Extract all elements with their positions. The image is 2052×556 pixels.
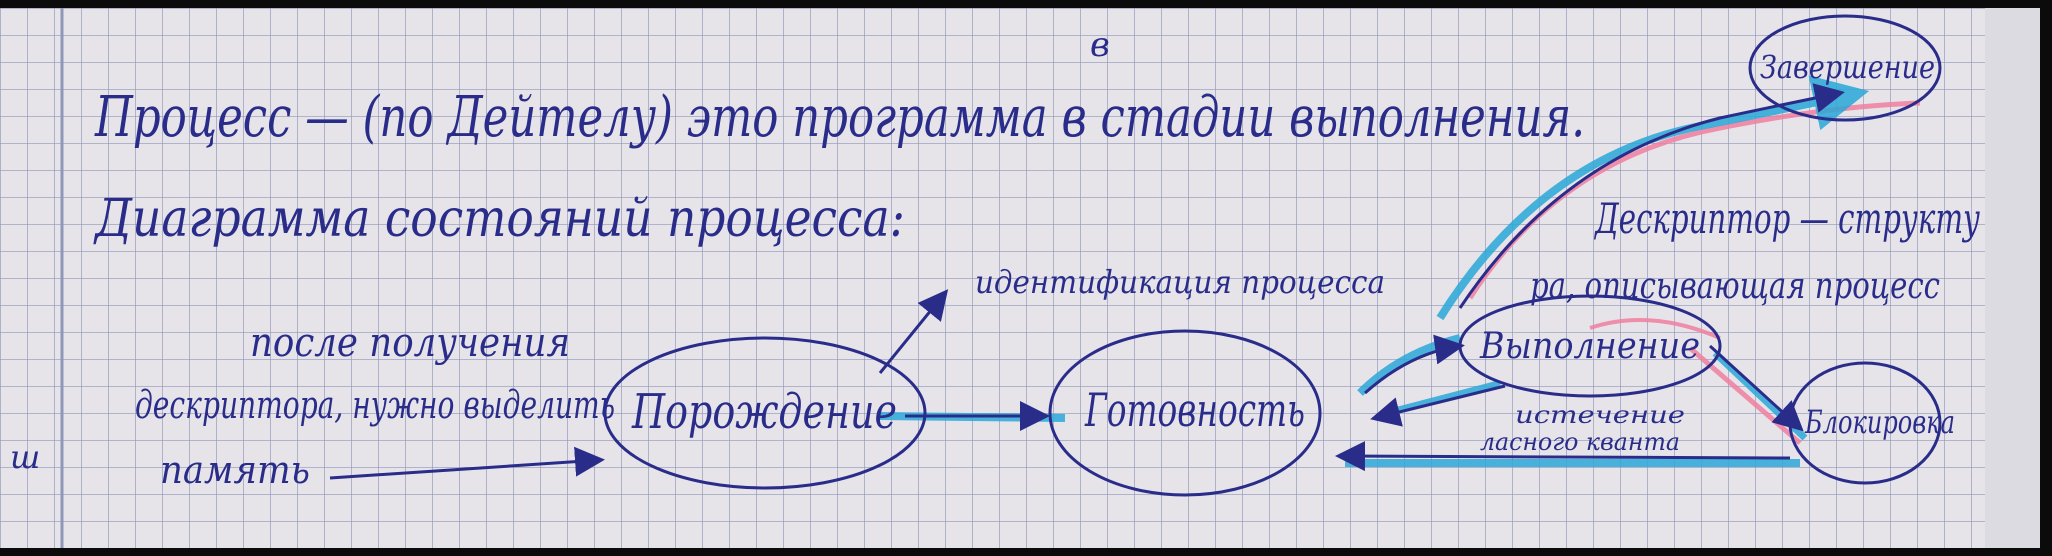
- arrow-creation-to-identification: [878, 289, 949, 374]
- handwritten-diagram: ш Процесс — (по Дейтелу) это программа в…: [0, 8, 2040, 548]
- descriptor-note-line2: ра, описывающая процесс: [1530, 266, 1940, 307]
- state-creation-label: Порождение: [631, 384, 897, 440]
- definition-insert: в: [1090, 25, 1110, 65]
- memory-note-line2: дескриптора, нужно выделить: [135, 383, 615, 427]
- diagram-heading: Диаграмма состояний процесса:: [93, 189, 905, 249]
- arrow-running-to-completion: [1458, 83, 1845, 309]
- arrow-blocked-to-ready: [1335, 441, 1791, 472]
- arrow-running-to-blocked: [1708, 344, 1804, 432]
- marker-pink-underline: [1589, 318, 1721, 340]
- arrow-ready-to-running: [1364, 334, 1465, 395]
- state-completion-node: [1748, 14, 1942, 122]
- arrow-memory-to-creation: [329, 446, 605, 480]
- margin-mark: ш: [10, 438, 40, 476]
- state-creation-node: [603, 336, 927, 490]
- quantum-note-line1: истечение: [1515, 401, 1685, 429]
- state-ready-node: [1048, 329, 1322, 497]
- memory-note-line3: память: [160, 448, 310, 492]
- state-blocked-label: Блокировка: [1804, 403, 1955, 441]
- quantum-note-line2: ласного кванта: [1480, 428, 1680, 456]
- state-running-label: Выполнение: [1479, 326, 1700, 367]
- state-ready-label: Готовность: [1084, 383, 1305, 437]
- definition-line: Процесс — (по Дейтелу) это программа в с…: [94, 85, 1585, 150]
- descriptor-note-line1: Дескриптор — структу: [1594, 194, 1981, 243]
- state-completion-label: Завершение: [1760, 48, 1935, 86]
- identification-note: идентификация процесса: [975, 263, 1385, 301]
- right-page-edge: [1985, 8, 2040, 548]
- marker-cyan-running-to-ready: [1384, 380, 1501, 416]
- memory-note-line1: после получения: [250, 320, 570, 366]
- arrow-running-to-ready: [1370, 384, 1506, 427]
